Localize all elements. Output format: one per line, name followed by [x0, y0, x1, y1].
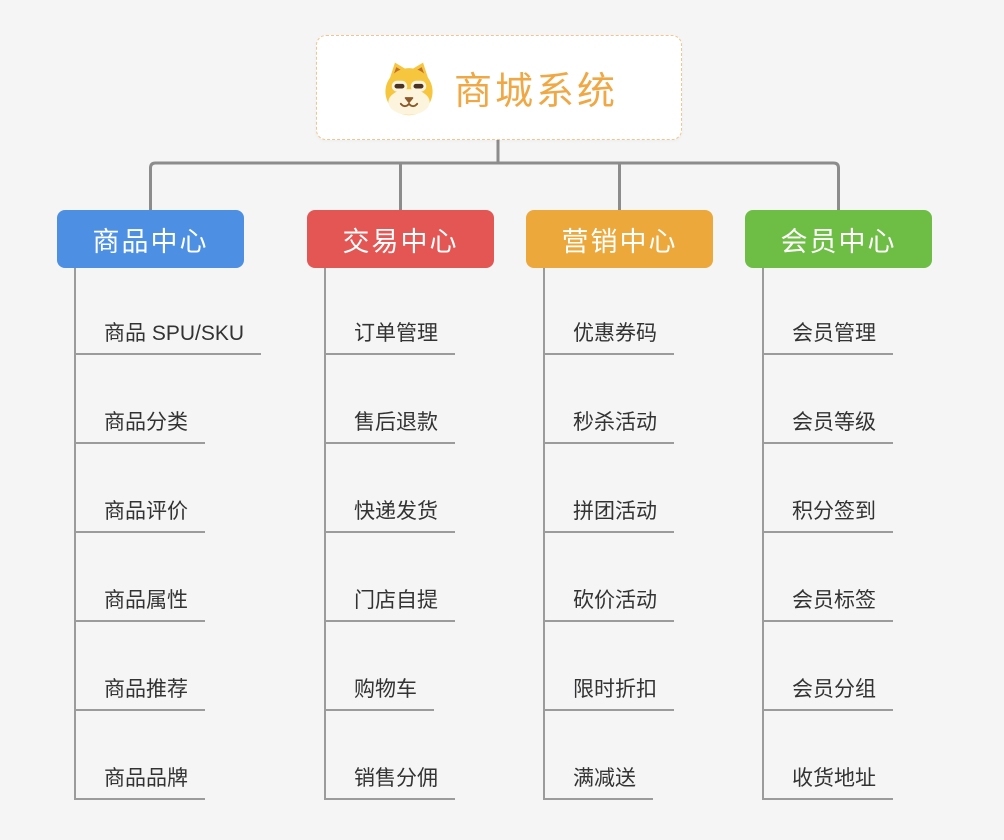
branch-node-product-center[interactable]: 商品中心: [57, 210, 244, 268]
root-title: 商城系统: [453, 71, 618, 113]
branch-trade-center: 交易中心 订单管理 售后退款 快递发货 门店自提 购物车 销售分佣: [307, 210, 494, 800]
branch-node-marketing-center[interactable]: 营销中心: [526, 210, 713, 268]
branch-node-member-center[interactable]: 会员中心: [745, 210, 932, 268]
leaf-node[interactable]: 商品属性: [74, 585, 205, 622]
leaf-node[interactable]: 会员分组: [762, 674, 893, 711]
leaf-node[interactable]: 优惠券码: [543, 318, 674, 355]
branch-spine-line: [543, 268, 545, 800]
branch-spine-line: [324, 268, 326, 800]
leaf-node[interactable]: 商品品牌: [74, 763, 205, 800]
leaf-node[interactable]: 订单管理: [324, 318, 455, 355]
branch-product-center: 商品中心 商品 SPU/SKU 商品分类 商品评价 商品属性 商品推荐 商品品牌: [57, 210, 262, 800]
leaf-node[interactable]: 商品评价: [74, 496, 205, 533]
leaf-node[interactable]: 售后退款: [324, 407, 455, 444]
branch-marketing-center: 营销中心 优惠券码 秒杀活动 拼团活动 砍价活动 限时折扣 满减送: [526, 210, 713, 800]
leaf-node[interactable]: 拼团活动: [543, 496, 674, 533]
leaf-node[interactable]: 砍价活动: [543, 585, 674, 622]
leaf-node[interactable]: 购物车: [324, 674, 434, 711]
leaf-node[interactable]: 会员管理: [762, 318, 893, 355]
root-node[interactable]: 商城系统: [316, 35, 682, 140]
branch-spine-line: [74, 268, 76, 800]
branch-member-center: 会员中心 会员管理 会员等级 积分签到 会员标签 会员分组 收货地址: [745, 210, 932, 800]
branch-spine-line: [762, 268, 764, 800]
branch-node-trade-center[interactable]: 交易中心: [307, 210, 494, 268]
leaf-node[interactable]: 快递发货: [324, 496, 455, 533]
bus-line: [149, 161, 840, 210]
leaf-node[interactable]: 商品推荐: [74, 674, 205, 711]
leaf-node[interactable]: 商品 SPU/SKU: [74, 318, 262, 355]
leaf-node[interactable]: 门店自提: [324, 585, 455, 622]
shiba-dog-icon: [380, 59, 438, 117]
leaf-node[interactable]: 积分签到: [762, 496, 893, 533]
leaf-node[interactable]: 满减送: [543, 763, 653, 800]
leaf-node[interactable]: 限时折扣: [543, 674, 674, 711]
leaf-node[interactable]: 商品分类: [74, 407, 205, 444]
leaf-node[interactable]: 销售分佣: [324, 763, 455, 800]
leaf-node[interactable]: 会员等级: [762, 407, 893, 444]
leaf-node[interactable]: 会员标签: [762, 585, 893, 622]
leaf-node[interactable]: 秒杀活动: [543, 407, 674, 444]
leaf-node[interactable]: 收货地址: [762, 763, 893, 800]
